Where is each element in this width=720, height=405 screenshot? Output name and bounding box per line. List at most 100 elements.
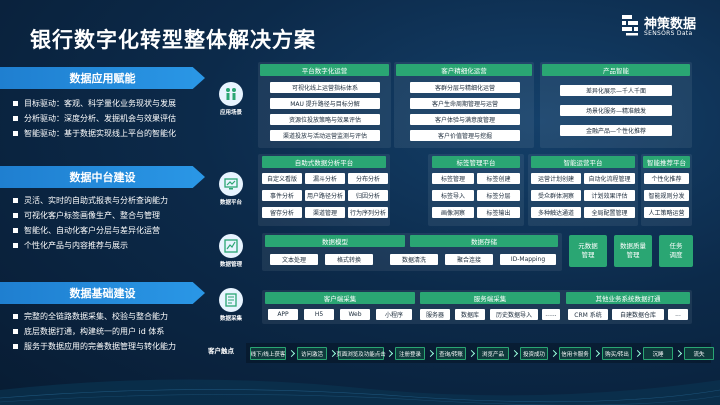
list-item: 可视化客户标签画像生产、整合与管理 — [13, 208, 213, 223]
analysis-item: 留存分析 — [262, 207, 302, 218]
tag-item: 画像洞察 — [432, 207, 474, 218]
icon-label: 数据采集 — [219, 316, 242, 322]
scene-head: 产品智能 — [542, 64, 690, 76]
scene-item: 可视化线上运营指标体系 — [270, 82, 380, 93]
collect-item: 自建数据仓库 — [612, 309, 664, 320]
touch-step: 页面浏览及功能点击 — [336, 347, 386, 360]
rec-item: 智能规则分发 — [644, 190, 689, 201]
scene-item: 金融产品—个性化推荐 — [560, 125, 672, 136]
touch-label: 客户触点 — [208, 347, 234, 355]
touch-step: 浏览产品 — [477, 347, 509, 360]
icon-label: 数据管理 — [219, 262, 242, 268]
icon-label: 应用场景 — [219, 110, 242, 116]
scene-head: 客户精细化运营 — [396, 64, 532, 76]
manage-head: 数据存储 — [410, 235, 558, 247]
platform-head: 标签管理平台 — [432, 156, 520, 168]
scene-item: 差异化展示—千人千面 — [560, 85, 672, 96]
analysis-item: 渠道管理 — [305, 207, 345, 218]
list-item: 服务于数据应用的完善数据管理与转化能力 — [13, 339, 213, 354]
manage-item: 数据清洗 — [390, 254, 438, 265]
list-item: 个性化产品与内容推荐与展示 — [13, 238, 213, 253]
collect-item: 历史数据导入 — [490, 309, 538, 320]
logo-icon — [622, 15, 638, 36]
ops-item: 受众群体洞察 — [531, 190, 581, 201]
collect-head: 服务端采集 — [420, 292, 560, 304]
decorative-wave — [0, 379, 720, 405]
list-item: 智能驱动：基于数据实现线上平台的智能化 — [13, 126, 213, 141]
list-item: 灵活、实时的自助式报表与分析查询能力 — [13, 193, 213, 208]
section-head-middle-platform: 数据中台建设 — [0, 166, 205, 188]
touch-step: 线下/线上获客 — [250, 347, 286, 360]
ops-item: 自动化流程管理 — [584, 173, 635, 184]
scene-item: MAU 提升路径与目标分解 — [270, 98, 380, 109]
tag-item: 标签分层 — [477, 190, 520, 201]
collect-item: Web — [340, 309, 370, 320]
section-head-foundation: 数据基础建设 — [0, 282, 205, 304]
list-item: 智能化、自动化客户分层与差异化运营 — [13, 223, 213, 238]
list-item: 完整的全链路数据采集、校验与整合能力 — [13, 309, 213, 324]
rec-item: 人工策略运营 — [644, 207, 689, 218]
manage-head: 数据模型 — [265, 235, 405, 247]
metadata-manage-box: 元数据 管理 — [569, 235, 607, 267]
manage-item: ID-Mapping — [500, 254, 556, 265]
list-item: 底层数据打通，构建统一的用户 id 体系 — [13, 324, 213, 339]
logo: 神策数据 SENSORS Data — [620, 12, 712, 40]
manage-item: 格式转换 — [325, 254, 373, 265]
scene-item: 客户体验与满意度管理 — [410, 114, 520, 125]
scene-item: 客户生命周期管理与运营 — [410, 98, 520, 109]
list-item: 目标驱动：客观、科学量化业务现状与发展 — [13, 96, 213, 111]
collect-icon-group: 数据采集 — [214, 288, 248, 322]
monitor-chart-icon — [219, 172, 243, 196]
touch-step: 购买/转出 — [602, 347, 632, 360]
scene-head: 平台数字化运营 — [260, 64, 389, 76]
scene-icon-group: 应用场景 — [214, 82, 248, 116]
tag-item: 标签管理 — [432, 173, 474, 184]
collect-head: 其他业务系统数据打通 — [566, 292, 690, 304]
scene-item: 场景化服务—精准触发 — [560, 105, 672, 116]
platform-icon-group: 数据平台 — [214, 172, 248, 206]
dashboard-icon — [219, 234, 243, 258]
manage-item: 聚合连接 — [445, 254, 493, 265]
platform-head: 自助式数据分析平台 — [262, 156, 386, 168]
touch-step: 信用卡服务 — [559, 347, 591, 360]
platform-head: 智能推荐平台 — [643, 156, 690, 168]
scene-item: 资源位投放策略与效果评估 — [270, 114, 380, 125]
icon-label: 数据平台 — [219, 200, 242, 206]
ops-item: 计划效果评估 — [584, 190, 635, 201]
page-title: 银行数字化转型整体解决方案 — [30, 28, 316, 52]
analysis-item: 漏斗分析 — [305, 173, 345, 184]
platform-head: 智能运营平台 — [531, 156, 635, 168]
collect-item: H5 — [304, 309, 334, 320]
manage-item: 文本处理 — [270, 254, 318, 265]
scene-item: 客户价值管理与挖掘 — [410, 130, 520, 141]
touch-step: 访问激活 — [297, 347, 327, 360]
people-icon — [219, 82, 243, 106]
collect-item: 小程序 — [376, 309, 412, 320]
logo-text-cn: 神策数据 — [644, 17, 697, 32]
section-list-application: 目标驱动：客观、科学量化业务现状与发展 分析驱动：深度分析、发掘机会与效果评估 … — [13, 96, 213, 141]
scene-item: 客群分层与精细化运营 — [410, 82, 520, 93]
tag-item: 标签输出 — [477, 207, 520, 218]
collect-item: ...... — [542, 309, 560, 320]
tag-item: 标签创建 — [477, 173, 520, 184]
analysis-item: 事件分析 — [262, 190, 302, 201]
collect-item: APP — [268, 309, 298, 320]
analysis-item: 用户路径分析 — [305, 190, 345, 201]
rec-item: 个性化推荐 — [644, 173, 689, 184]
logo-text-en: SENSORS Data — [644, 30, 693, 37]
touch-step: 流失 — [684, 347, 714, 360]
document-icon — [219, 288, 243, 312]
list-item: 分析驱动：深度分析、发掘机会与效果评估 — [13, 111, 213, 126]
scene-item: 渠道投放与活动运营监测与评估 — [270, 130, 380, 141]
ops-item: 多种触达通道 — [531, 207, 581, 218]
section-list-foundation: 完整的全链路数据采集、校验与整合能力 底层数据打通，构建统一的用户 id 体系 … — [13, 309, 213, 354]
analysis-item: 归因分析 — [348, 190, 388, 201]
touch-step: 注册登录 — [395, 347, 425, 360]
touch-step: 沉睡 — [643, 347, 673, 360]
section-head-application: 数据应用赋能 — [0, 67, 205, 89]
analysis-item: 行为序列分析 — [348, 207, 388, 218]
collect-head: 客户端采集 — [265, 292, 415, 304]
data-quality-box: 数据质量 管理 — [614, 235, 652, 267]
tag-item: 标签导入 — [432, 190, 474, 201]
collect-item: CRM 系统 — [568, 309, 608, 320]
